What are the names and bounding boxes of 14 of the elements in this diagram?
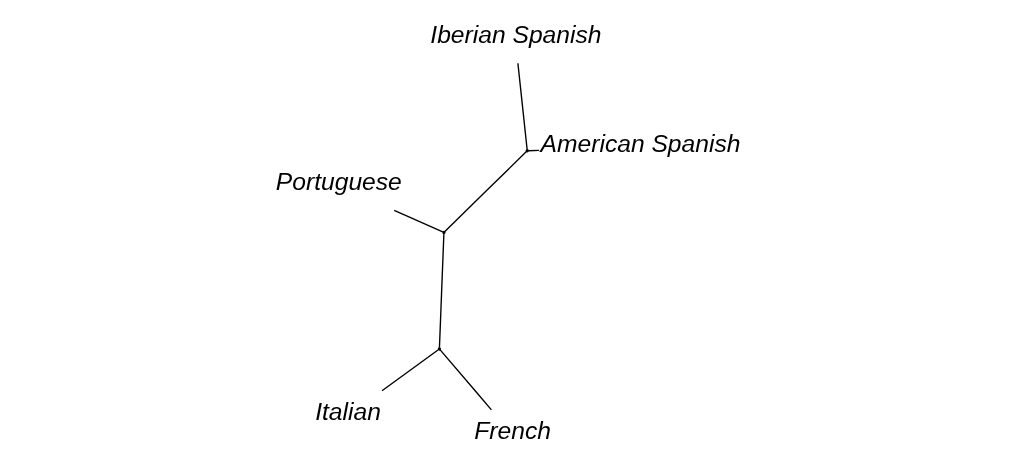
connector xyxy=(444,150,528,233)
node-point xyxy=(442,230,446,235)
connector xyxy=(438,232,445,349)
node-text: French xyxy=(474,417,551,445)
node-text: Iberian Spanish xyxy=(430,21,602,49)
node-text: Portuguese xyxy=(275,168,402,196)
connector xyxy=(517,62,528,151)
node-text: Italian xyxy=(315,398,381,426)
connector xyxy=(439,349,493,411)
node-text: American Spanish xyxy=(540,130,741,158)
connector xyxy=(381,349,439,392)
node-point xyxy=(437,347,442,351)
node-point xyxy=(525,149,529,153)
connector xyxy=(393,209,444,233)
